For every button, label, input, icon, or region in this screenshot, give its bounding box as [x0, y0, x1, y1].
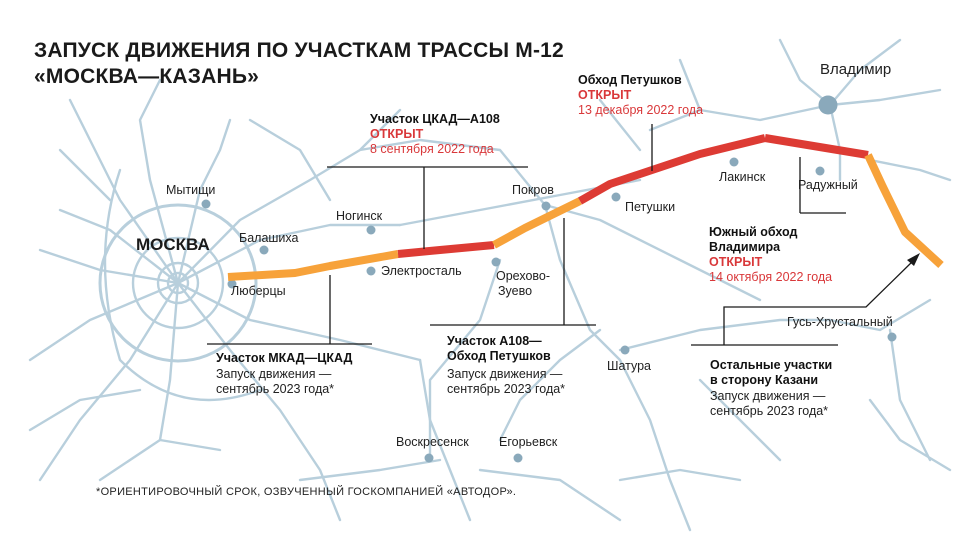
caption-a108-petushki-title-1: Участок А108— — [447, 334, 542, 348]
city-label-petushki: Петушки — [625, 200, 676, 214]
city-dot-elektrostal — [366, 266, 376, 276]
city-label-noginsk: Ногинск — [336, 209, 383, 223]
caption-petushki-bypass-status: ОТКРЫТ — [578, 88, 632, 102]
caption-mkad-tskad-note-2: сентябрь 2023 года* — [216, 382, 335, 396]
title-line-2: «МОСКВА—КАЗАНЬ» — [34, 65, 260, 88]
city-dot-lakinsk — [729, 157, 739, 167]
caption-remaining-note-2: сентябрь 2023 года* — [710, 404, 829, 418]
segment-vladimir-bypass — [764, 134, 869, 159]
segment-tskad-a108 — [397, 241, 495, 258]
caption-petushki-bypass-title: Обход Петушков — [578, 73, 682, 87]
city-label-voskresensk: Воскресенск — [396, 435, 469, 449]
city-label-raduzhny: Радужный — [798, 178, 858, 192]
arrow-head — [907, 253, 920, 266]
caption-tskad-a108-date: 8 сентября 2022 года — [370, 142, 494, 156]
caption-vladimir-south-date: 14 октября 2022 года — [709, 270, 833, 284]
caption-vladimir-south-title-1: Южный обход — [709, 225, 798, 239]
city-label-shatura: Шатура — [607, 359, 652, 373]
city-label-mytishchi: Мытищи — [166, 183, 216, 197]
city-dot-orekhovo — [491, 257, 501, 267]
caption-a108-petushki-note-2: сентябрь 2023 года* — [447, 382, 566, 396]
city-label-orekhovo-1: Орехово- — [496, 269, 551, 283]
caption-remaining-title-1: Остальные участки — [710, 358, 833, 372]
caption-remaining-note-1: Запуск движения — — [710, 389, 826, 403]
caption-mkad-tskad-title: Участок МКАД—ЦКАД — [216, 351, 353, 365]
caption-a108-petushki-title-2: Обход Петушков — [447, 349, 551, 363]
city-label-pokrov: Покров — [512, 183, 554, 197]
caption-mkad-tskad-note-1: Запуск движения — — [216, 367, 332, 381]
city-label-orekhovo-2: Зуево — [498, 284, 533, 298]
city-dots — [201, 95, 897, 463]
city-label-elektrostal: Электросталь — [381, 264, 462, 278]
caption-vladimir-south-status: ОТКРЫТ — [709, 255, 763, 269]
city-dot-mytishchi — [201, 199, 211, 209]
caption-petushki-bypass-date: 13 декабря 2022 года — [578, 103, 704, 117]
title-line-1: ЗАПУСК ДВИЖЕНИЯ ПО УЧАСТКАМ ТРАССЫ М-12 — [34, 39, 564, 62]
city-dot-pokrov — [541, 201, 551, 211]
city-dot-lyubertsy — [227, 279, 237, 289]
city-dot-voskresensk — [424, 453, 434, 463]
city-dot-vladimir — [818, 95, 838, 115]
city-dot-gus — [887, 332, 897, 342]
city-dot-raduzhny — [815, 166, 825, 176]
city-label-gus: Гусь-Хрустальный — [787, 315, 893, 329]
city-label-balashikha: Балашиха — [239, 231, 299, 245]
footnote: *ОРИЕНТИРОВОЧНЫЙ СРОК, ОЗВУЧЕННЫЙ ГОСКОМ… — [96, 486, 517, 498]
segment-to-kazan — [864, 153, 944, 268]
segment-petushki-bypass — [578, 134, 766, 205]
city-dot-egoryevsk — [513, 453, 523, 463]
caption-tskad-a108-title: Участок ЦКАД—А108 — [370, 112, 500, 126]
city-dot-shatura — [620, 345, 630, 355]
segment-a108-petushki — [492, 197, 582, 249]
caption-vladimir-south-title-2: Владимира — [709, 240, 781, 254]
city-label-egoryevsk: Егорьевск — [499, 435, 558, 449]
city-label-lakinsk: Лакинск — [719, 170, 766, 184]
city-dot-balashikha — [259, 245, 269, 255]
caption-remaining-title-2: в сторону Казани — [710, 373, 819, 387]
city-label-vladimir: Владимир — [820, 61, 892, 78]
city-dot-petushki — [611, 192, 621, 202]
leader-lines — [207, 124, 915, 346]
segment-mkad-tskad — [227, 250, 399, 281]
city-label-moscow: МОСКВА — [136, 235, 210, 254]
m12-highway — [227, 134, 944, 281]
road-network — [28, 38, 952, 532]
caption-tskad-a108-status: ОТКРЫТ — [370, 127, 424, 141]
city-label-lyubertsy: Люберцы — [231, 284, 286, 298]
city-dot-noginsk — [366, 225, 376, 235]
caption-a108-petushki-note-1: Запуск движения — — [447, 367, 563, 381]
